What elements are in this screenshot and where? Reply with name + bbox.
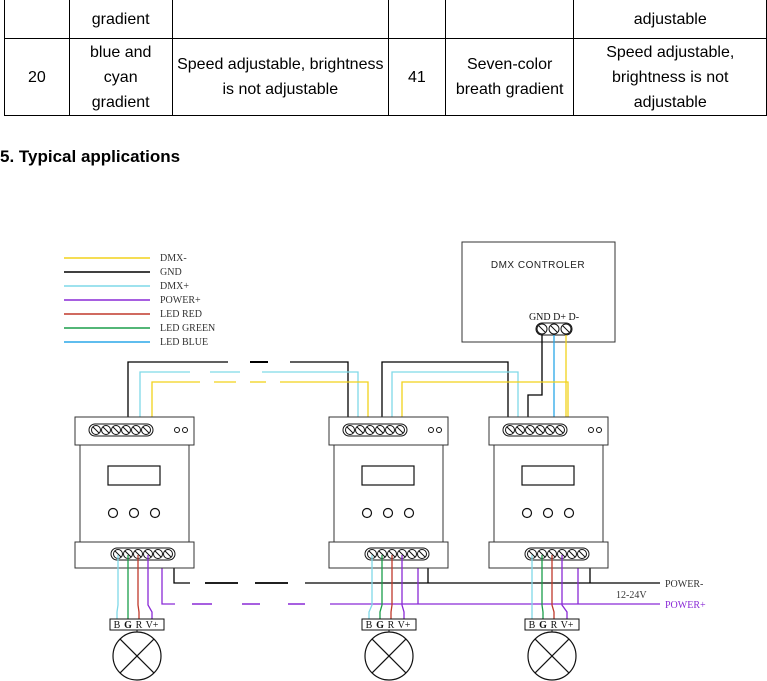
lamp-pin-label: V+ bbox=[146, 620, 159, 631]
legend-label: LED GREEN bbox=[160, 323, 215, 334]
dmx-decoder bbox=[488, 416, 609, 569]
lamp-pin-label: R bbox=[551, 620, 558, 631]
mode-table: gradient adjustable 20 blue and cyan gra… bbox=[4, 0, 767, 116]
decoder-button bbox=[403, 507, 415, 519]
legend-label: POWER+ bbox=[160, 295, 201, 306]
lamp-pin-label: R bbox=[388, 620, 395, 631]
lamp-pin-label: G bbox=[376, 620, 384, 631]
legend-label: GND bbox=[160, 267, 182, 278]
mode-number: 41 bbox=[387, 38, 446, 116]
legend-label: LED BLUE bbox=[160, 337, 208, 348]
table-row: gradient adjustable bbox=[4, 0, 767, 39]
legend-label: DMX+ bbox=[160, 281, 189, 292]
mode-description: Speed adjustable, brightness is not adju… bbox=[171, 38, 389, 116]
decoder-button bbox=[542, 507, 554, 519]
lamp-pin-label: G bbox=[539, 620, 547, 631]
power-plus-label: POWER+ bbox=[665, 600, 706, 611]
controller-terminal bbox=[535, 322, 573, 336]
decoder-button bbox=[149, 507, 161, 519]
wire-legend: DMX- GND DMX+ POWER+ LED RED LED GREEN LED BLU… bbox=[64, 253, 215, 348]
table-row: 20 blue and cyan gradient Speed adjustab… bbox=[4, 38, 767, 116]
dmx-bus-wires bbox=[127, 335, 569, 425]
lamp-pin-label: G bbox=[124, 620, 132, 631]
lamp-pin-label: B bbox=[114, 620, 121, 631]
mode-name: Seven-color breath gradient bbox=[444, 38, 575, 116]
voltage-label: 12-24V bbox=[616, 590, 647, 601]
decoder-button bbox=[128, 507, 140, 519]
lamp-pin-label: R bbox=[136, 620, 143, 631]
table-cell: adjustable bbox=[573, 0, 767, 39]
decoder-button bbox=[521, 507, 533, 519]
mode-description: Speed adjustable, brightness is not adju… bbox=[573, 38, 767, 116]
decoder-display bbox=[107, 465, 161, 486]
decoder-group bbox=[74, 416, 609, 569]
lamp-pin-label: V+ bbox=[398, 620, 411, 631]
decoder-button bbox=[563, 507, 575, 519]
legend-label: DMX- bbox=[160, 253, 187, 264]
decoder-button bbox=[107, 507, 119, 519]
dmx-controller: DMX CONTROLER GND D+ D- bbox=[461, 241, 616, 343]
decoder-button bbox=[361, 507, 373, 519]
dmx-decoder bbox=[328, 416, 449, 569]
lamp-pin-label: B bbox=[529, 620, 536, 631]
controller-pin-label: GND D+ D- bbox=[529, 312, 579, 323]
dmx-decoder bbox=[74, 416, 195, 569]
decoder-button bbox=[382, 507, 394, 519]
mode-number: 20 bbox=[4, 38, 70, 116]
mode-name: blue and cyan gradient bbox=[68, 38, 173, 116]
decoder-display bbox=[521, 465, 575, 486]
legend-label: LED RED bbox=[160, 309, 202, 320]
section-heading: 5. Typical applications bbox=[0, 147, 181, 166]
lamp-pin-label: B bbox=[366, 620, 373, 631]
decoder-display bbox=[361, 465, 415, 486]
lamp-pin-label: V+ bbox=[561, 620, 574, 631]
table-cell bbox=[4, 0, 70, 39]
controller-label: DMX CONTROLER bbox=[491, 260, 585, 271]
power-minus-label: POWER- bbox=[665, 579, 703, 590]
